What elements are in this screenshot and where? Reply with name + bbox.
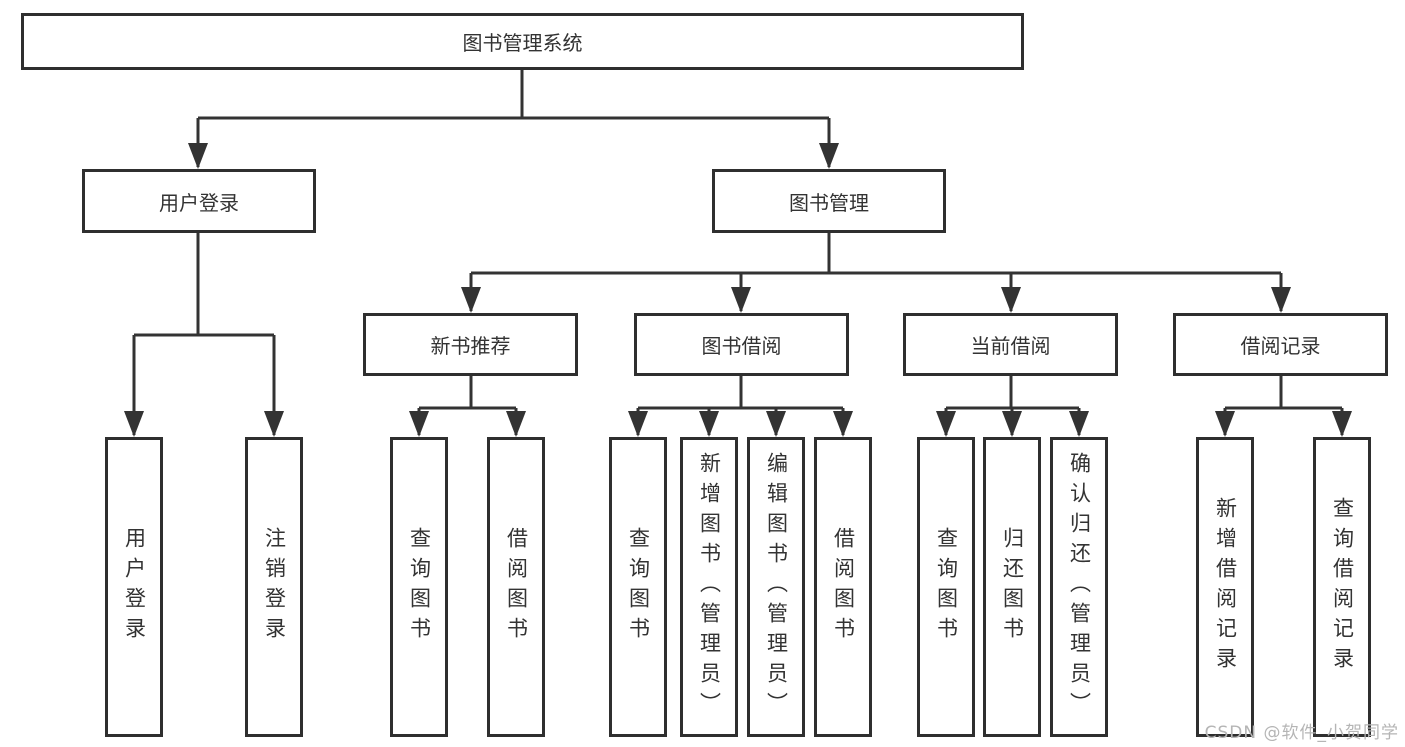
node-book-management: 图书管理 bbox=[712, 169, 946, 233]
node-label: 图书管理系统 bbox=[462, 31, 583, 55]
node-borrow-books-recommend: 借阅图书 bbox=[487, 437, 545, 737]
node-label: 当前借阅 bbox=[970, 334, 1051, 358]
node-label: 确认归还（管理员） bbox=[1067, 452, 1092, 722]
node-query-books-current: 查询图书 bbox=[917, 437, 975, 737]
node-label: 注销登录 bbox=[262, 527, 287, 647]
node-new-book-recommend: 新书推荐 bbox=[363, 313, 578, 376]
node-label: 新书推荐 bbox=[430, 334, 511, 358]
node-book-borrow: 图书借阅 bbox=[634, 313, 849, 376]
node-label: 借阅记录 bbox=[1240, 334, 1321, 358]
node-query-borrow-record: 查询借阅记录 bbox=[1313, 437, 1371, 737]
node-label: 编辑图书（管理员） bbox=[764, 452, 789, 722]
node-label: 查询图书 bbox=[934, 527, 959, 647]
node-label: 用户登录 bbox=[159, 190, 239, 215]
node-login-action: 用户登录 bbox=[105, 437, 163, 737]
node-borrow-books-action: 借阅图书 bbox=[814, 437, 872, 737]
node-label: 归还图书 bbox=[1000, 527, 1025, 647]
watermark: CSDN @软件_小贺同学 bbox=[1204, 723, 1399, 743]
node-label: 图书管理 bbox=[789, 190, 869, 215]
node-label: 图书借阅 bbox=[701, 334, 782, 358]
node-confirm-return-admin: 确认归还（管理员） bbox=[1050, 437, 1108, 737]
node-return-book: 归还图书 bbox=[983, 437, 1041, 737]
node-label: 新增借阅记录 bbox=[1213, 497, 1238, 677]
node-edit-book-admin: 编辑图书（管理员） bbox=[747, 437, 805, 737]
node-label: 查询借阅记录 bbox=[1330, 497, 1355, 677]
node-label: 查询图书 bbox=[626, 527, 651, 647]
node-borrow-records: 借阅记录 bbox=[1173, 313, 1388, 376]
node-label: 查询图书 bbox=[407, 527, 432, 647]
node-logout-action: 注销登录 bbox=[245, 437, 303, 737]
node-current-borrow: 当前借阅 bbox=[903, 313, 1118, 376]
node-add-book-admin: 新增图书（管理员） bbox=[680, 437, 738, 737]
node-library-system: 图书管理系统 bbox=[21, 13, 1024, 70]
node-label: 用户登录 bbox=[122, 527, 147, 647]
node-user-login: 用户登录 bbox=[82, 169, 316, 233]
node-query-books-borrow: 查询图书 bbox=[609, 437, 667, 737]
node-label: 借阅图书 bbox=[831, 527, 856, 647]
node-query-books-recommend: 查询图书 bbox=[390, 437, 448, 737]
node-label: 新增图书（管理员） bbox=[697, 452, 722, 722]
node-label: 借阅图书 bbox=[504, 527, 529, 647]
node-add-borrow-record: 新增借阅记录 bbox=[1196, 437, 1254, 737]
